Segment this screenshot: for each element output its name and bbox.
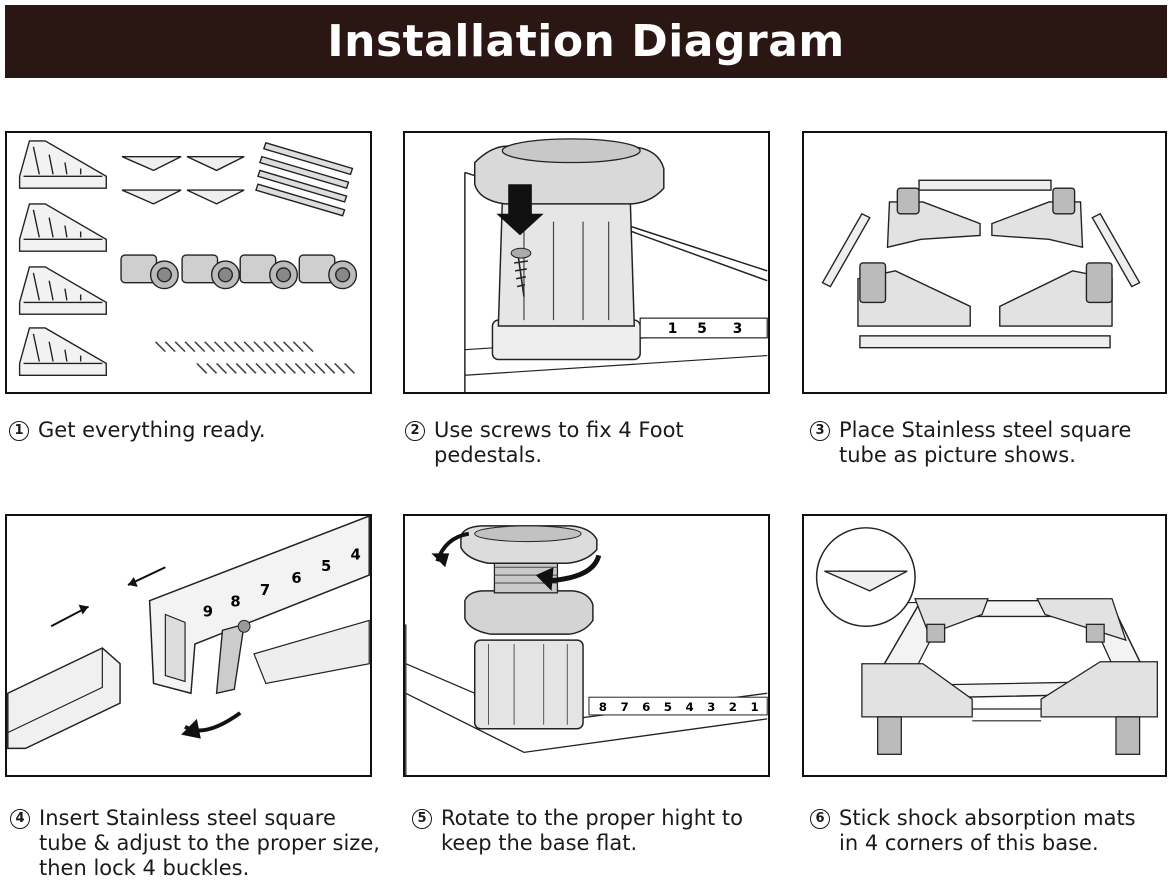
ruler-strip-panel4: 9 8 7 6 5 4 [203,546,361,620]
ruler-mark: 7 [620,700,628,714]
step-5-illustration: 8 7 6 5 4 3 2 1 [403,514,770,777]
assembled-base-drawing [815,527,1158,755]
step-2-illustration: 1 5 3 [403,131,770,394]
ruler-mark: 6 [291,570,301,587]
ruler-strip-panel5: 8 7 6 5 4 3 2 1 [588,696,768,716]
screw-parts [154,341,355,374]
foot-pedestal-parts [120,254,358,290]
ruler-mark: 2 [729,700,737,714]
step-1-illustration [5,131,372,394]
ruler-strip-panel2: 1 5 3 [639,317,768,339]
step-number-badge: 2 [405,421,425,441]
ruler-mark: 3 [707,700,715,714]
ruler-mark: 8 [599,700,607,714]
pedestal-screw-drawing: 1 5 3 [464,138,768,392]
step-1-caption: 1 Get everything ready. [9,418,369,443]
steel-tube-parts [255,141,354,217]
step-6-illustration [802,514,1167,777]
ruler-mark: 5 [321,558,331,575]
ruler-mark: 9 [203,603,213,620]
tube-placement-drawing [821,179,1141,349]
step-text: Place Stainless steel square tube as pic… [839,418,1132,467]
step-3-illustration [802,131,1167,394]
step-number-badge: 1 [9,421,29,441]
step-6-caption: 6 Stick shock absorption mats in 4 corne… [810,806,1150,856]
step-2-caption: 2 Use screws to fix 4 Foot pedestals. [405,418,785,468]
ruler-mark: 6 [642,700,650,714]
ruler-mark: 5 [664,700,672,714]
step-text: Stick shock absorption mats in 4 corners… [839,806,1136,855]
step-3-caption: 3 Place Stainless steel square tube as p… [810,418,1166,468]
page-title: Installation Diagram [327,16,845,67]
ruler-mark: 7 [260,582,270,599]
title-banner: Installation Diagram [5,5,1167,78]
ruler-mark: 1 [668,321,678,337]
ruler-mark: 8 [230,594,240,611]
ruler-mark: 1 [750,700,758,714]
shock-mat-parts [121,155,245,205]
step-text: Rotate to the proper hight to keep the b… [441,806,744,855]
step-text: Use screws to fix 4 Foot pedestals. [434,418,684,467]
step-4-illustration: 9 8 7 6 5 4 [5,514,372,777]
corner-bracket-parts [18,140,107,376]
corner-brackets-with-feet [857,187,1113,327]
ruler-mark: 5 [697,321,707,337]
step-number-badge: 4 [10,809,30,829]
step-number-badge: 3 [810,421,830,441]
insert-tube-drawing: 9 8 7 6 5 4 [7,516,370,750]
step-text: Get everything ready. [38,418,266,442]
ruler-mark: 3 [733,321,743,337]
ruler-mark: 4 [685,700,693,714]
rotate-pedestal-drawing: 8 7 6 5 4 3 2 1 [405,525,768,775]
step-number-badge: 6 [810,809,830,829]
step-text: Insert Stainless steel square tube & adj… [39,806,380,880]
step-number-badge: 5 [412,809,432,829]
step-4-caption: 4 Insert Stainless steel square tube & a… [10,806,382,881]
ruler-mark: 4 [350,546,360,563]
step-5-caption: 5 Rotate to the proper hight to keep the… [412,806,752,856]
parts-layout-drawing [18,140,358,376]
